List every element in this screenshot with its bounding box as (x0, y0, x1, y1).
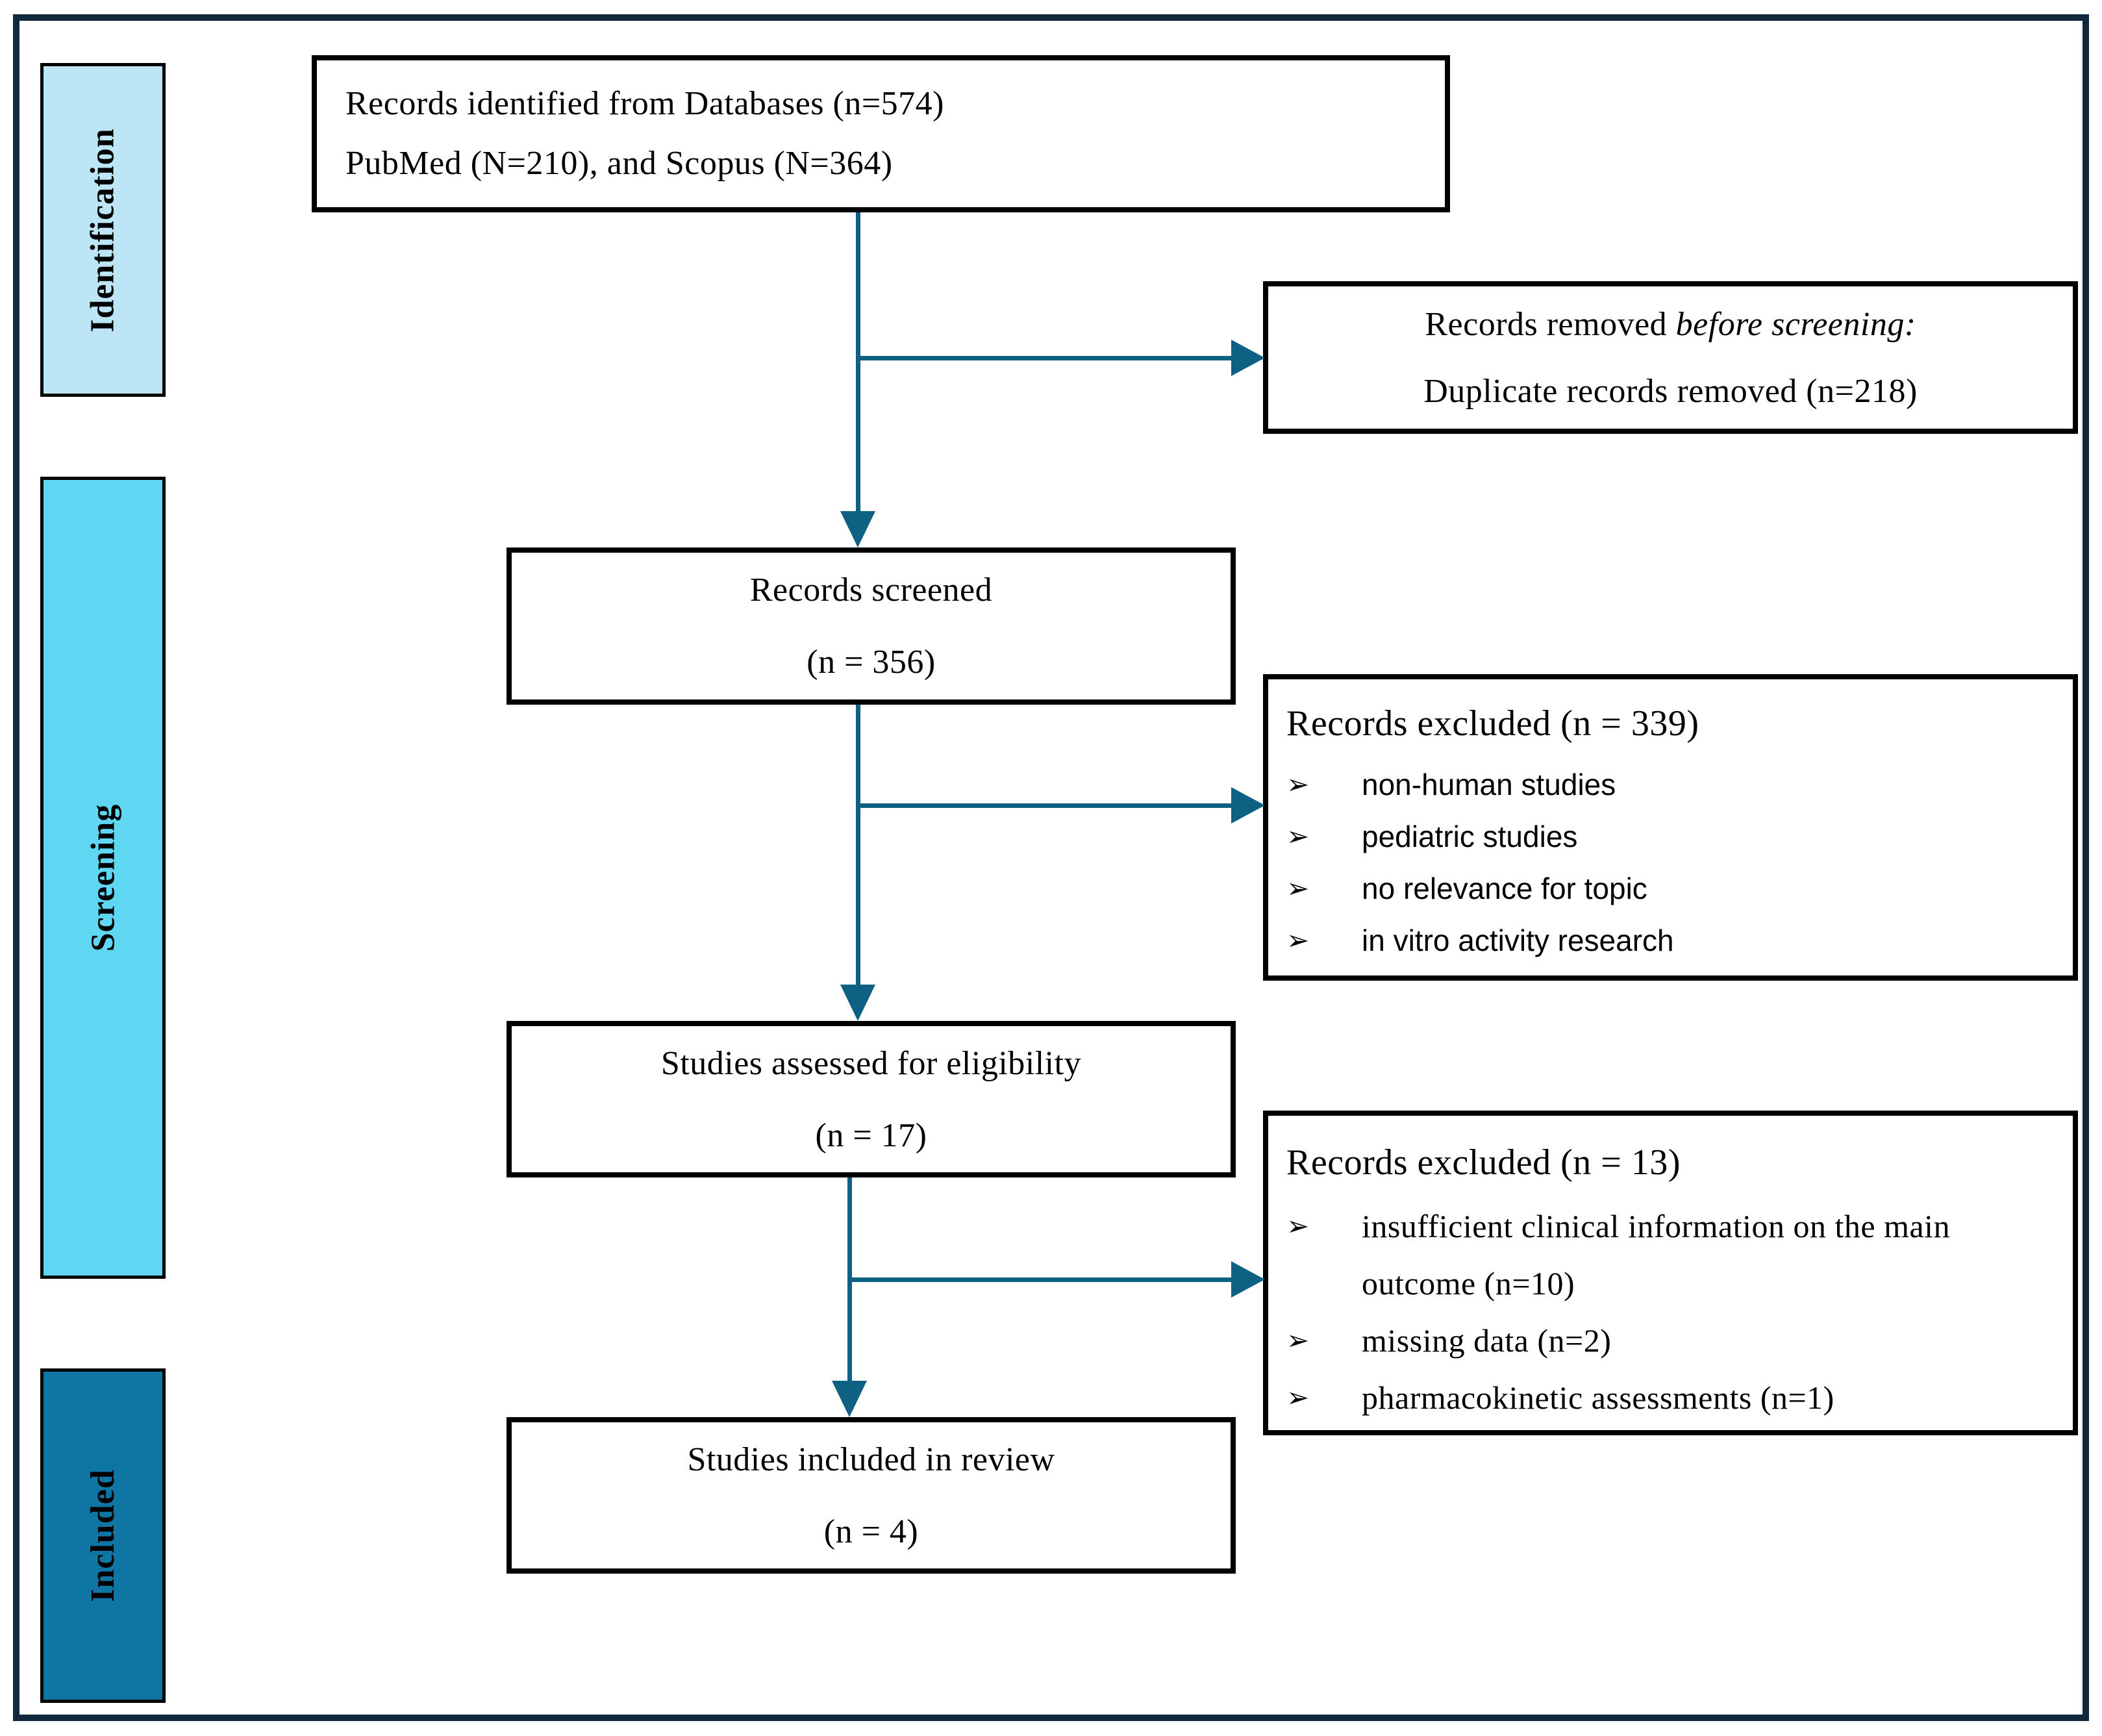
stage-bar-screening: Screening (40, 477, 166, 1279)
arrowhead-bullet-icon: ➢ (1286, 872, 1310, 904)
box-studies-assessed: Studies assessed for eligibility (n = 17… (507, 1021, 1236, 1177)
records-identified-line2: PubMed (N=210), and Scopus (N=364) (345, 145, 893, 182)
box-records-excluded-screening: Records excluded (n = 339) ➢ non-human s… (1263, 674, 2078, 981)
studies-assessed-count: (n = 17) (815, 1116, 927, 1154)
list-item: ➢ non-human studies (1286, 759, 2057, 811)
records-screened-line1: Records screened (749, 572, 993, 609)
box-records-removed: Records removed before screening: Duplic… (1263, 281, 2078, 434)
studies-assessed-line1: Studies assessed for eligibility (660, 1044, 1082, 1082)
arrowhead-bullet-icon: ➢ (1286, 924, 1310, 956)
excluded-screening-item-3: no relevance for topic (1362, 872, 1647, 905)
list-item: ➢ no relevance for topic (1286, 862, 2057, 914)
list-item: ➢ missing data (n=2) (1286, 1312, 2060, 1369)
down-arrowhead-icon (832, 1381, 867, 1417)
records-removed-line1: Records removed before screening: (1425, 305, 1916, 344)
arrowhead-bullet-icon: ➢ (1286, 768, 1310, 800)
list-item: ➢ insufficient clinical information on t… (1286, 1198, 2060, 1312)
arrowhead-bullet-icon: ➢ (1286, 1381, 1310, 1413)
excluded-eligibility-list: ➢ insufficient clinical information on t… (1286, 1198, 2060, 1426)
excluded-eligibility-item-2: missing data (n=2) (1362, 1322, 1612, 1359)
records-removed-line1-normal: Records removed (1425, 305, 1676, 343)
records-excluded-eligibility-heading: Records excluded (n = 13) (1286, 1142, 1681, 1183)
excluded-eligibility-item-1: insufficient clinical information on the… (1362, 1208, 1951, 1302)
studies-included-count: (n = 4) (823, 1513, 919, 1550)
studies-included-line1: Studies included in review (687, 1440, 1055, 1478)
stage-bar-included: Included (40, 1368, 166, 1703)
list-item: ➢ pediatric studies (1286, 811, 2057, 862)
records-removed-line1-italic: before screening: (1675, 305, 1916, 343)
list-item: ➢ pharmacokinetic assessments (n=1) (1286, 1369, 2060, 1426)
box-records-excluded-eligibility: Records excluded (n = 13) ➢ insufficient… (1263, 1111, 2078, 1435)
box-records-screened: Records screened (n = 356) (507, 547, 1236, 705)
stage-label-included: Included (84, 1469, 121, 1602)
arrow-branch-to-excluded-screening-line (856, 803, 1234, 808)
arrow-branch-to-excluded-eligibility-line (847, 1277, 1234, 1282)
arrowhead-bullet-icon: ➢ (1286, 1324, 1310, 1356)
arrow-screened-to-assessed-line (856, 705, 860, 986)
records-removed-line2: Duplicate records removed (n=218) (1423, 372, 1918, 410)
down-arrowhead-icon (840, 985, 875, 1021)
stage-bar-identification: Identification (40, 63, 166, 397)
excluded-screening-list: ➢ non-human studies ➢ pediatric studies … (1286, 759, 2057, 966)
records-identified-line1: Records identified from Databases (n=574… (345, 85, 944, 122)
excluded-screening-item-2: pediatric studies (1362, 820, 1578, 853)
stage-label-screening: Screening (84, 803, 121, 952)
arrow-identified-to-screened-line (856, 212, 860, 512)
right-arrowhead-icon (1231, 1261, 1265, 1298)
right-arrowhead-icon (1231, 787, 1265, 824)
arrow-branch-to-removed-line (856, 356, 1234, 360)
excluded-screening-item-1: non-human studies (1362, 768, 1616, 801)
arrowhead-bullet-icon: ➢ (1286, 820, 1310, 852)
stage-label-identification: Identification (84, 127, 122, 333)
list-item: ➢ in vitro activity research (1286, 914, 2057, 966)
excluded-eligibility-item-3: pharmacokinetic assessments (n=1) (1362, 1379, 1834, 1416)
box-records-identified: Records identified from Databases (n=574… (312, 55, 1450, 212)
excluded-screening-item-4: in vitro activity research (1362, 924, 1674, 957)
records-screened-count: (n = 356) (807, 644, 936, 681)
right-arrowhead-icon (1231, 340, 1265, 376)
box-studies-included: Studies included in review (n = 4) (507, 1417, 1236, 1574)
arrowhead-bullet-icon: ➢ (1286, 1210, 1310, 1242)
down-arrowhead-icon (840, 511, 875, 547)
records-excluded-screening-heading: Records excluded (n = 339) (1286, 703, 1699, 744)
